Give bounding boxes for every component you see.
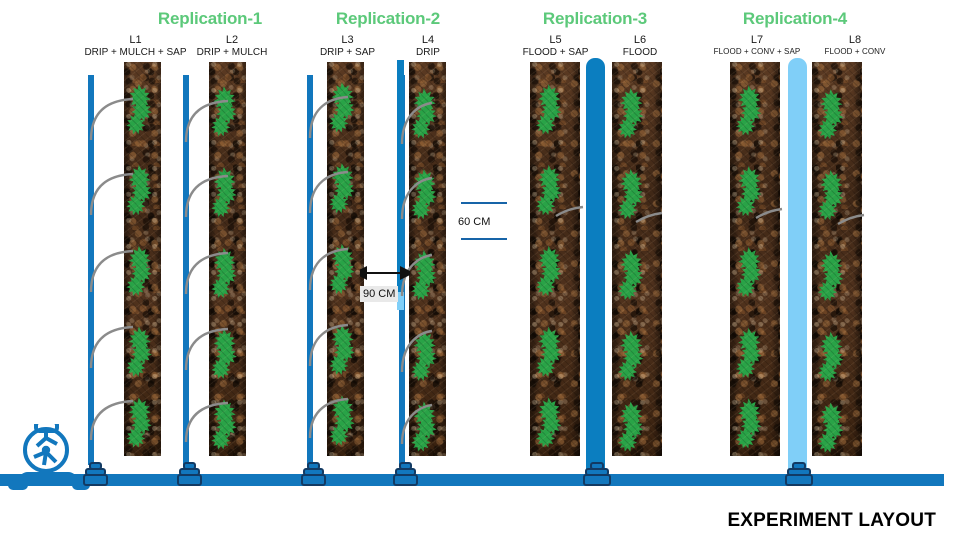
plot-label-l3: L3 DRIP + SAP [300, 34, 395, 59]
plot-bed-l4 [409, 62, 446, 456]
plot-bed-l3 [327, 62, 364, 456]
plot-code-l7: L7 [750, 34, 764, 46]
plot-code-l1: L1 [129, 34, 142, 46]
tee-valve-l3[interactable] [300, 462, 328, 488]
row-spacing-label: 60 CM [458, 216, 491, 228]
drip-lateral-l1 [88, 75, 94, 465]
plot-code-l8: L8 [848, 34, 862, 46]
plot-treatment-l3: DRIP + SAP [319, 46, 376, 58]
plot-treatment-l6: FLOOD [622, 46, 658, 58]
plot-label-l8: L8 FLOOD + CONV [805, 34, 905, 56]
plot-bed-l1 [124, 62, 161, 456]
plot-label-l1: L1 DRIP + MULCH + SAP [83, 34, 188, 59]
drip-lateral-shared-r2-lower [397, 292, 404, 310]
row-spacing-line-bottom [461, 238, 507, 240]
drip-lateral-shared-r2 [397, 60, 404, 292]
plot-code-l3: L3 [341, 34, 354, 46]
plant-spacing-arrow [360, 266, 410, 280]
plot-treatment-l8: FLOOD + CONV [824, 46, 886, 56]
plot-treatment-l2: DRIP + MULCH [196, 46, 268, 58]
main-supply-pipe [0, 474, 944, 486]
tee-valve-l4[interactable] [392, 462, 420, 488]
drip-lateral-l2 [183, 75, 189, 465]
tee-valve-l1[interactable] [82, 462, 110, 488]
replication-title-1: Replication-1 [157, 9, 263, 28]
tee-valve-replication-3[interactable] [582, 462, 612, 488]
plot-bed-l6 [612, 62, 662, 456]
drip-lateral-l3 [307, 75, 313, 465]
plot-treatment-l1: DRIP + MULCH + SAP [84, 46, 187, 58]
plot-code-l5: L5 [549, 34, 562, 46]
plot-bed-l7 [730, 62, 780, 456]
plot-treatment-l7: FLOOD + CONV + SAP [713, 46, 801, 56]
plot-treatment-l5: FLOOD + SAP [522, 46, 589, 58]
plot-label-l5: L5 FLOOD + SAP [508, 34, 603, 59]
plot-code-l4: L4 [421, 34, 435, 46]
flood-channel-replication-3 [586, 58, 605, 470]
plot-bed-l8 [812, 62, 862, 456]
tee-valve-l2[interactable] [176, 462, 204, 488]
plot-label-l6: L6 FLOOD [600, 34, 680, 59]
plot-label-l7: L7 FLOOD + CONV + SAP [702, 34, 812, 56]
plot-label-l2: L2 DRIP + MULCH [182, 34, 282, 59]
flood-channel-replication-4 [788, 58, 807, 470]
replication-title-4: Replication-4 [742, 9, 848, 28]
plant-spacing-label: 90 CM [360, 286, 399, 302]
plot-bed-l5 [530, 62, 580, 456]
plot-label-l4: L4 DRIP [388, 34, 468, 59]
replication-title-2: Replication-2 [335, 9, 441, 28]
tee-valve-replication-4[interactable] [784, 462, 814, 488]
plot-treatment-l4: DRIP [416, 46, 440, 58]
plot-code-l6: L6 [633, 34, 647, 46]
plot-bed-l2 [209, 62, 246, 456]
plot-code-l2: L2 [225, 34, 239, 46]
diagram-title: EXPERIMENT LAYOUT [727, 510, 936, 531]
row-spacing-line-top [461, 202, 507, 204]
replication-title-3: Replication-3 [542, 9, 648, 28]
